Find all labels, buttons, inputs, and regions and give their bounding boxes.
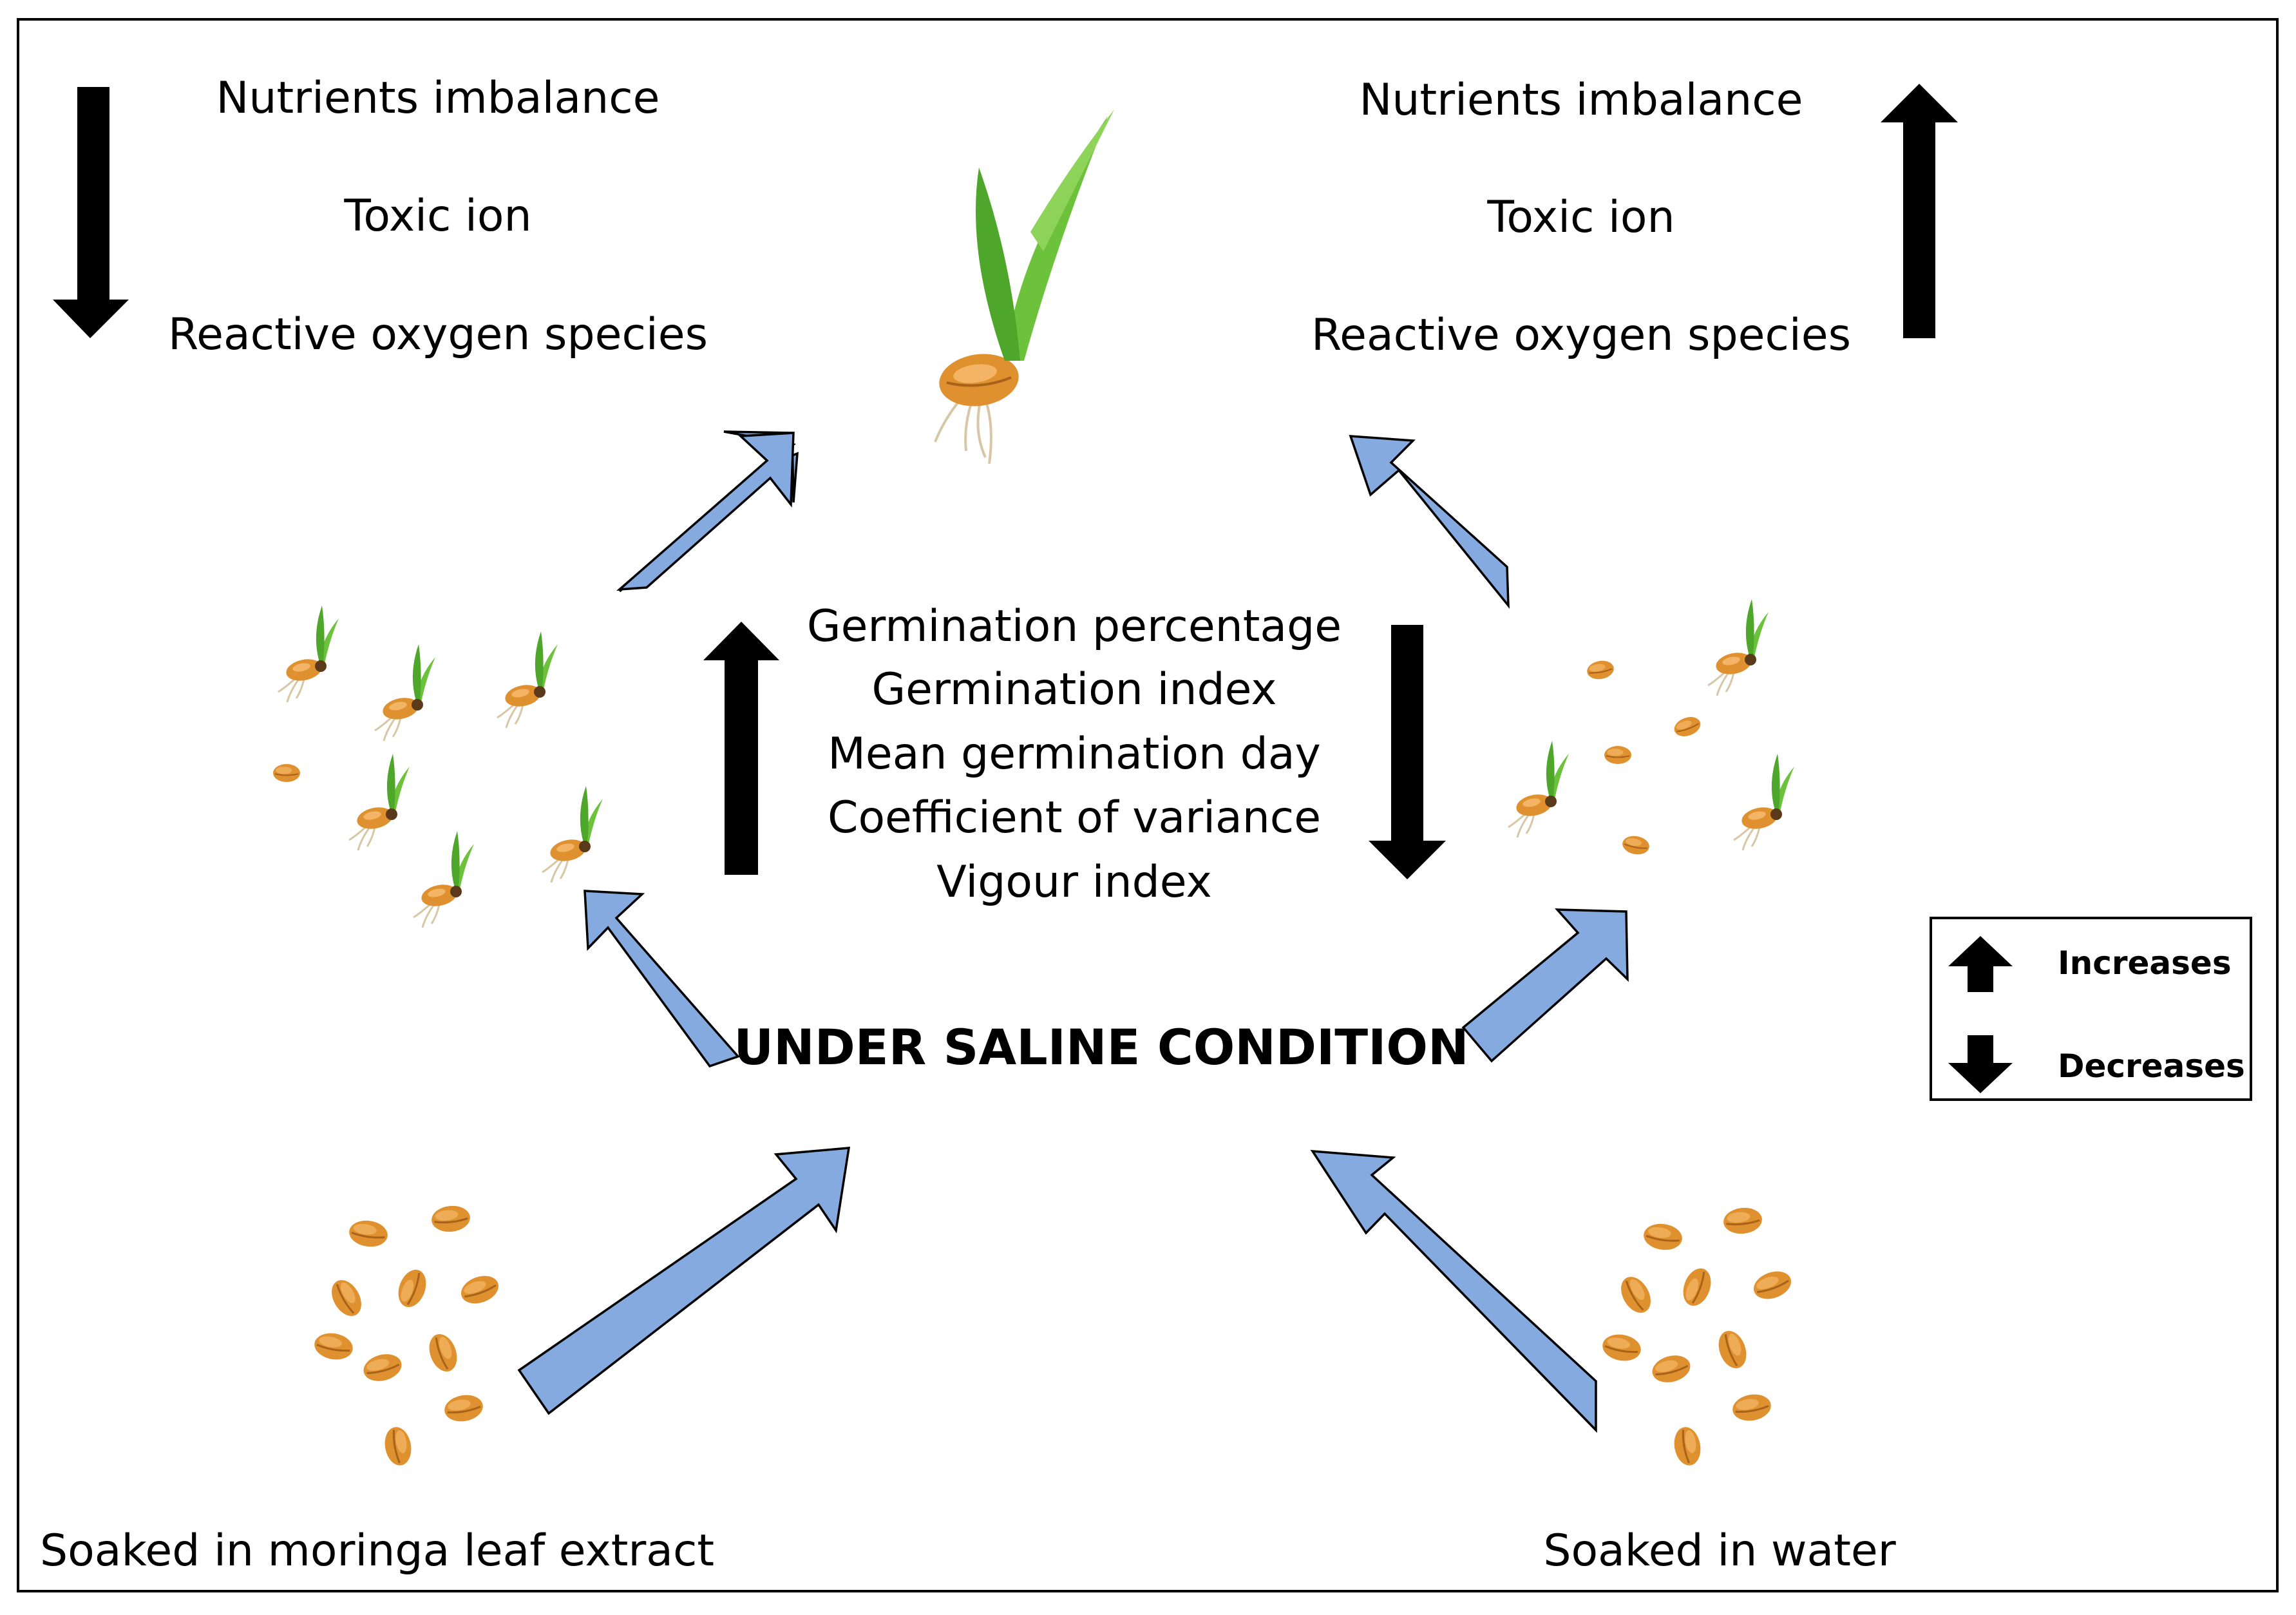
top-right-indicator-group: Nutrients imbalance Toxic ion Reactive o… bbox=[1311, 75, 1958, 361]
top-left-item-1: Nutrients imbalance bbox=[216, 73, 660, 124]
legend-decreases-label: Decreases bbox=[2058, 1047, 2245, 1085]
legend-down-arrow-icon bbox=[1948, 1035, 2013, 1093]
water-seed-pile bbox=[1599, 1205, 1796, 1469]
down-arrow-icon bbox=[53, 87, 129, 338]
flow-arrow-moringa-to-condition bbox=[517, 1147, 851, 1415]
right-sprout-cluster bbox=[1507, 598, 1796, 857]
legend-up-arrow-icon bbox=[1948, 936, 2013, 992]
parameter-germination-index: Germination index bbox=[871, 664, 1276, 715]
parameter-vigour-index: Vigour index bbox=[936, 857, 1211, 908]
flow-arrow-right-sprouts-to-top bbox=[1349, 435, 1510, 609]
flow-arrow-condition-to-right-sprouts bbox=[1461, 908, 1629, 1063]
parameter-coefficient-of-variance: Coefficient of variance bbox=[828, 792, 1321, 843]
top-right-item-2: Toxic ion bbox=[1486, 192, 1675, 243]
bottom-right-label: Soaked in water bbox=[1543, 1525, 1895, 1576]
legend: Increases Decreases bbox=[1930, 917, 2252, 1101]
legend-increases-label: Increases bbox=[2058, 944, 2232, 982]
top-right-item-1: Nutrients imbalance bbox=[1360, 75, 1803, 126]
center-down-arrow-icon bbox=[1369, 625, 1446, 879]
moringa-seed-pile bbox=[311, 1203, 504, 1469]
condition-title: UNDER SALINE CONDITION bbox=[734, 1018, 1468, 1076]
up-arrow-icon bbox=[1881, 84, 1958, 338]
flow-arrow-left-sprouts-to-top bbox=[616, 432, 795, 591]
top-left-item-2: Toxic ion bbox=[343, 191, 531, 242]
center-up-arrow-icon bbox=[703, 622, 779, 875]
top-right-item-3: Reactive oxygen species bbox=[1311, 310, 1851, 361]
top-seedling-image bbox=[934, 110, 1114, 464]
outer-frame bbox=[17, 18, 2279, 1592]
top-left-indicator-group: Nutrients imbalance Toxic ion Reactive o… bbox=[53, 73, 708, 360]
parameter-mean-germination-day: Mean germination day bbox=[828, 729, 1321, 779]
bottom-left-label: Soaked in moringa leaf extract bbox=[40, 1525, 714, 1576]
flow-arrow-water-to-condition bbox=[1310, 1149, 1597, 1433]
flow-arrow-condition-to-left-sprouts bbox=[583, 890, 741, 1068]
parameter-germination-percentage: Germination percentage bbox=[807, 601, 1342, 652]
left-sprout-cluster bbox=[272, 604, 604, 929]
top-left-item-3: Reactive oxygen species bbox=[168, 309, 708, 360]
